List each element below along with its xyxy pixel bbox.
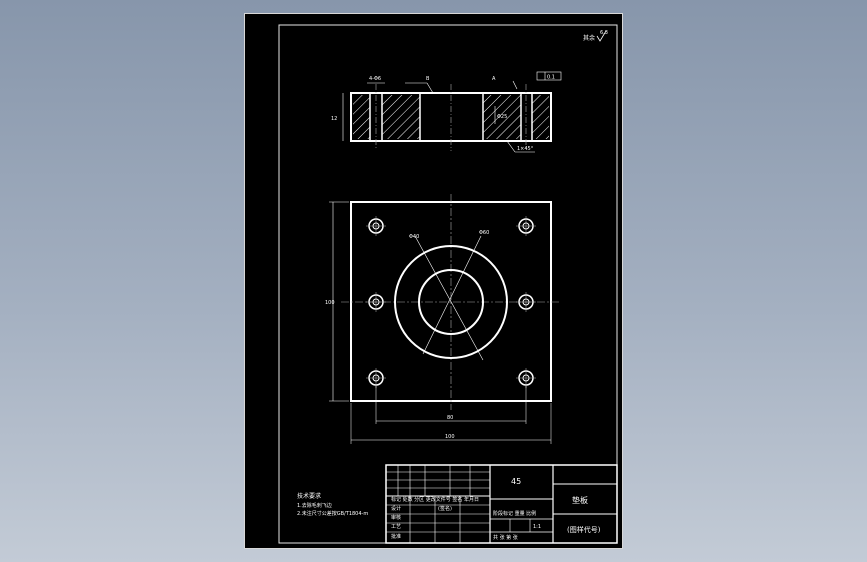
hatch-right-edge	[532, 95, 549, 139]
side-label-b: B	[426, 76, 430, 82]
drawing-canvas: 其余 6.3	[278, 24, 618, 544]
title-block-part-name: 垫板	[572, 495, 588, 505]
drawing-sheet[interactable]: 其余 6.3	[244, 13, 623, 549]
tech-note-1: 1.去除毛刺飞边	[297, 502, 332, 509]
tech-notes-title: 技术要求	[297, 492, 321, 500]
title-block-review: 审核	[391, 514, 401, 521]
title-block-process: 工艺	[391, 524, 401, 530]
plan-dim-outer: Φ60	[479, 230, 489, 236]
title-block-design: 设计	[391, 505, 401, 512]
side-dim-holes: 4-Φ6	[369, 76, 381, 82]
title-block-material: 45	[511, 477, 521, 486]
tech-note-2: 2.未注尺寸公差按GB/T1804-m	[297, 510, 368, 517]
plan-dim-hole-spacing: 80	[447, 415, 453, 421]
side-label-a: A	[492, 76, 496, 82]
title-block-drawing-number: (图样代号)	[567, 525, 601, 534]
roughness-note: 其余 6.3	[583, 30, 608, 42]
plan-dim-width: 100	[445, 434, 455, 440]
title-block-approve: 批准	[391, 533, 401, 540]
roughness-value: 6.3	[600, 30, 608, 36]
title-block-scale: 1:1	[533, 524, 541, 530]
side-tolerance-value: 0.1	[547, 75, 555, 81]
hatch-left-edge	[353, 95, 370, 139]
title-block-sheets: 共 张 第 张	[493, 534, 518, 541]
side-dim-bore: Φ25	[497, 114, 507, 120]
hatch-left-body	[382, 95, 420, 139]
outer-boss-circle	[394, 245, 508, 359]
title-block-stage: 阶段标记 重量 比例	[493, 510, 536, 517]
inner-bore-circle	[418, 269, 484, 335]
title-block-text: 标记 处数 分区 更改文件号 签名 年月日 设计 (签名) 审核 工艺 批准 4…	[391, 477, 601, 541]
tolerance-frame	[536, 71, 562, 81]
side-dim-chamfer: 1×45°	[517, 146, 534, 152]
title-block-header: 标记 处数 分区 更改文件号 签名 年月日	[391, 496, 479, 503]
hatch-right-body	[483, 95, 521, 139]
plan-dim-height: 100	[325, 300, 335, 306]
title-block	[385, 464, 618, 544]
roughness-symbol-icon	[596, 30, 607, 42]
side-dim-height: 12	[331, 116, 337, 122]
title-block-signature: (签名)	[438, 505, 452, 512]
technical-notes: 技术要求 1.去除毛刺飞边 2.未注尺寸公差按GB/T1804-m	[297, 492, 368, 517]
mounting-holes	[366, 216, 536, 388]
roughness-note-text: 其余	[583, 34, 595, 42]
plan-view: Φ40 Φ60	[325, 194, 561, 444]
plan-dim-inner: Φ40	[409, 234, 419, 240]
side-view: 4-Φ6 B A 0.1 12 Φ25 1×45°	[331, 71, 562, 153]
